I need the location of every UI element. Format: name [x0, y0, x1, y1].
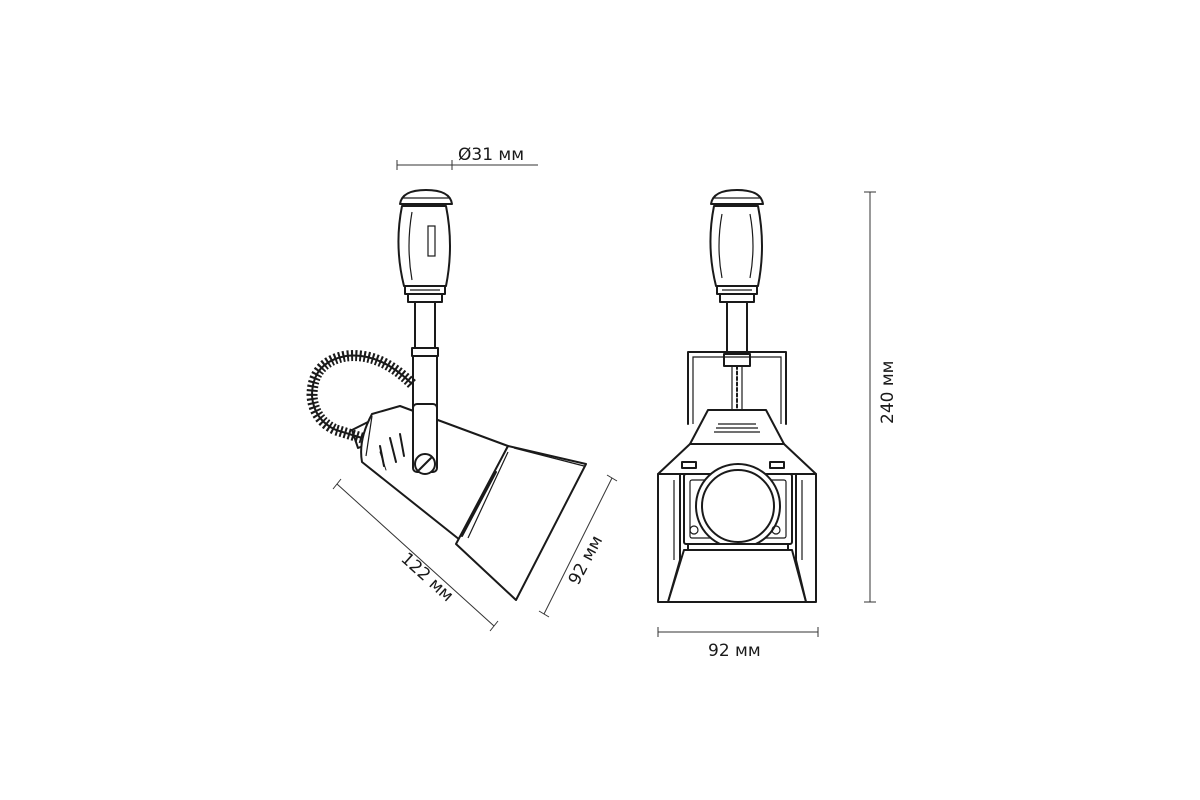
diameter-label: Ø31 мм	[458, 145, 524, 165]
side-view: Ø31 мм	[306, 145, 618, 632]
front-side-barn-doors	[657, 473, 817, 603]
front-stem	[723, 301, 751, 367]
front-spring	[731, 365, 743, 411]
diameter-dimension: Ø31 мм	[396, 145, 538, 170]
width-dimension: 92 мм	[657, 627, 819, 661]
front-housing	[689, 409, 785, 445]
width-label: 92 мм	[708, 641, 761, 661]
side-top-cap	[399, 189, 453, 205]
total-height-dimension: 240 мм	[864, 191, 898, 603]
total-height-label: 240 мм	[878, 360, 898, 424]
front-handle-grip	[709, 205, 763, 303]
front-bracket	[687, 351, 787, 425]
front-bottom-barn-door	[667, 543, 807, 603]
front-top-cap	[710, 189, 764, 205]
side-coiled-cable	[306, 350, 416, 444]
front-lens-frame	[683, 463, 793, 549]
side-handle-grip	[397, 205, 451, 303]
side-lamp-head	[351, 405, 587, 601]
front-view: 92 мм 240 мм	[657, 189, 898, 661]
length-label: 122 мм	[397, 549, 458, 606]
side-pivot	[412, 403, 438, 475]
